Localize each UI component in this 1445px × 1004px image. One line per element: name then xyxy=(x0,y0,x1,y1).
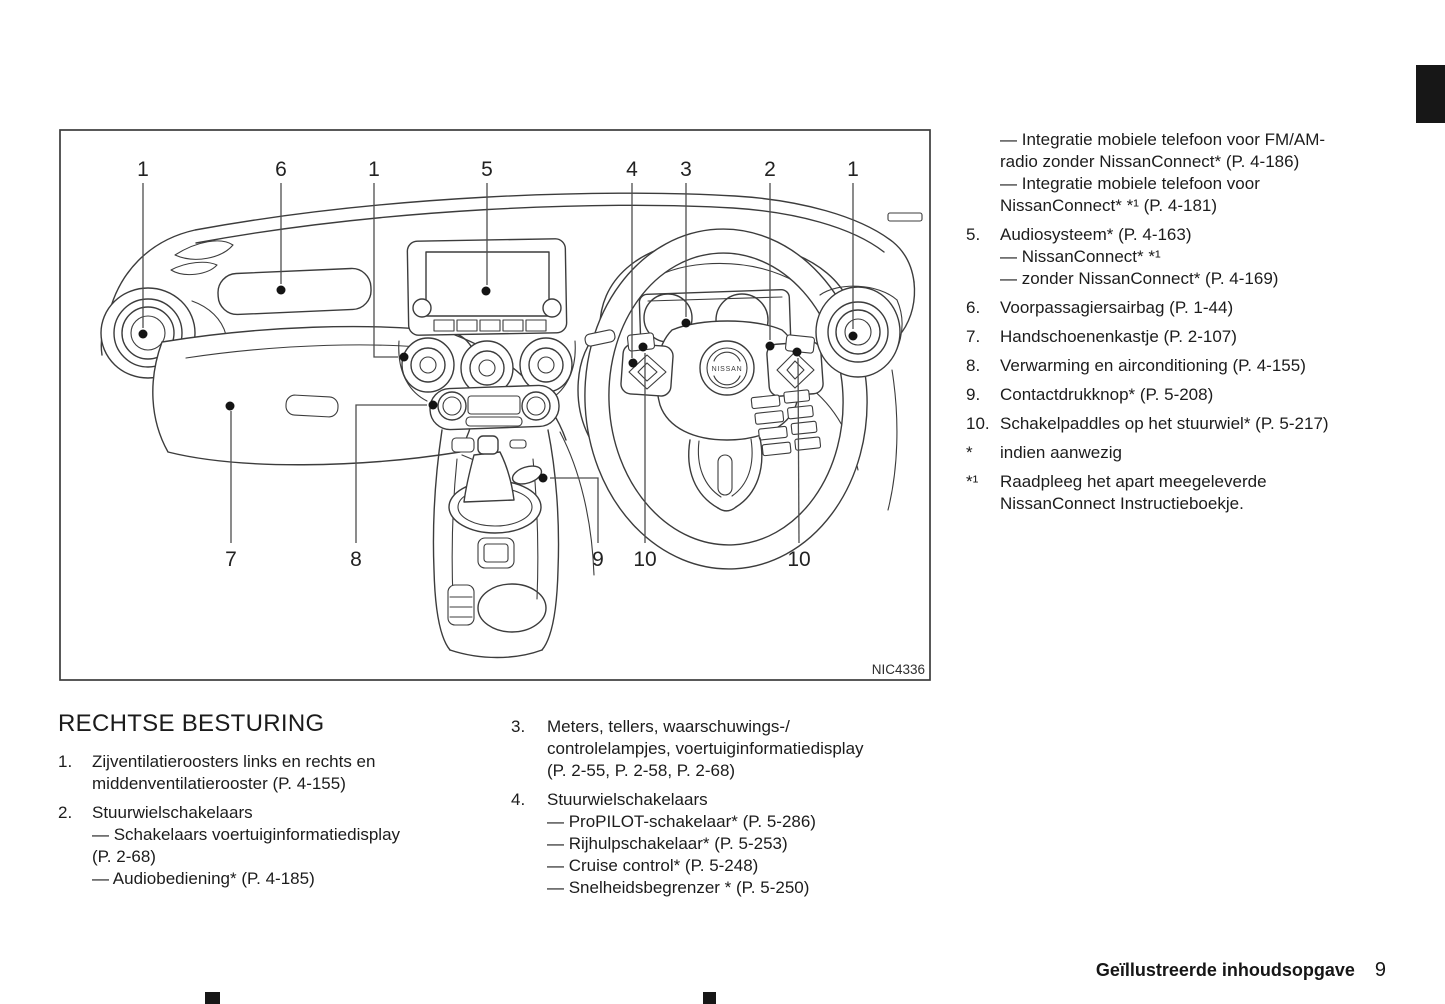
lower-switch-rows xyxy=(750,389,822,457)
callout-1-right: 1 xyxy=(847,158,859,181)
callout-leaders xyxy=(138,183,858,544)
footnote-marker: *¹ xyxy=(966,472,979,491)
callout-4: 4 xyxy=(626,158,638,181)
list-line: controlelampjes, voertuiginformatiedispl… xyxy=(547,739,864,758)
list-item-9: 9. Contactdrukknop* (P. 5-208) xyxy=(966,384,1386,406)
list-item-1: 1. Zijventilatieroosters links en rechts… xyxy=(58,751,498,795)
list-line: — Audiobediening* (P. 4-185) xyxy=(92,869,315,888)
gear-shifter xyxy=(463,451,515,503)
steering-wheel xyxy=(584,228,868,570)
list-item-5: 5. Audiosysteem* (P. 4-163) — NissanConn… xyxy=(966,224,1386,290)
list-item-number: 5. xyxy=(966,225,981,244)
list-item-4: 4. Stuurwielschakelaars — ProPILOT-schak… xyxy=(511,789,951,899)
list-item-8: 8. Verwarming en airconditioning (P. 4-1… xyxy=(966,355,1386,377)
list-line: — ProPILOT-schakelaar* (P. 5-286) xyxy=(547,812,816,831)
callout-1-left: 1 xyxy=(137,158,149,181)
footnote-asterisk: * indien aanwezig xyxy=(966,442,1386,464)
callout-9: 9 xyxy=(592,548,604,571)
callout-7: 7 xyxy=(225,548,237,571)
list-line: — Rijhulpschakelaar* (P. 5-253) xyxy=(547,834,788,853)
list-line: NissanConnect Instructieboekje. xyxy=(1000,494,1244,513)
list-item-3: 3. Meters, tellers, waarschuwings-/ cont… xyxy=(511,716,951,782)
right-side-vent xyxy=(815,285,903,378)
left-stalk xyxy=(584,329,616,347)
lower-spoke xyxy=(688,437,763,512)
middle-column-list: 3. Meters, tellers, waarschuwings-/ cont… xyxy=(511,716,951,906)
item4-continuation: — Integratie mobiele telefoon voor FM/AM… xyxy=(966,129,1386,217)
callout-10-right: 10 xyxy=(787,548,810,571)
list-item-number: 4. xyxy=(511,790,526,809)
list-line: indien aanwezig xyxy=(1000,443,1122,462)
left-column-list: RECHTSE BESTURING 1. Zijventilatierooste… xyxy=(58,710,498,897)
list-line: Voorpassagiersairbag (P. 1-44) xyxy=(1000,298,1234,317)
list-line: radio zonder NissanConnect* (P. 4-186) xyxy=(1000,152,1300,171)
callout-numbers: 1 6 1 5 4 3 2 1 7 8 9 10 10 xyxy=(137,158,859,571)
list-item-2: 2. Stuurwielschakelaars — Schakelaars vo… xyxy=(58,802,498,890)
list-item-6: 6. Voorpassagiersairbag (P. 1-44) xyxy=(966,297,1386,319)
vent-knob-row xyxy=(398,337,576,402)
list-item-number: 1. xyxy=(58,752,73,771)
list-line: Handschoenenkastje (P. 2-107) xyxy=(1000,327,1237,346)
list-line: Zijventilatieroosters links en rechts en xyxy=(92,752,376,771)
passenger-airbag-panel xyxy=(217,267,372,316)
list-line: — Schakelaars voertuiginformatiedisplay xyxy=(92,825,401,844)
steering-hub: NISSAN xyxy=(655,320,802,441)
list-item-number: 2. xyxy=(58,803,73,822)
section-heading: RECHTSE BESTURING xyxy=(58,710,325,737)
list-line: (P. 2-55, P. 2-58, P. 2-68) xyxy=(547,761,736,780)
list-line: — NissanConnect* *¹ xyxy=(1000,247,1161,266)
center-console xyxy=(432,429,560,659)
callout-2: 2 xyxy=(764,158,776,181)
callout-1-mid: 1 xyxy=(368,158,380,181)
list-line: Meters, tellers, waarschuwings-/ xyxy=(547,717,790,736)
callout-5: 5 xyxy=(481,158,493,181)
list-item-number: 9. xyxy=(966,385,981,404)
footer-chapter-title: Geïllustreerde inhoudsopgave xyxy=(1095,960,1355,980)
list-item-number: 8. xyxy=(966,356,981,375)
section-tab-marker xyxy=(1416,65,1445,123)
footnote-asterisk-1: *¹ Raadpleeg het apart meegeleverde Niss… xyxy=(966,471,1386,515)
list-item-number: 10. xyxy=(966,414,990,433)
dashboard-top xyxy=(100,192,923,356)
list-item-10: 10. Schakelpaddles op het stuurwiel* (P.… xyxy=(966,413,1386,435)
list-line: Audiosysteem* (P. 4-163) xyxy=(1000,225,1192,244)
callout-10-left: 10 xyxy=(633,548,656,571)
footnote-marker: * xyxy=(966,443,973,462)
list-item-number: 6. xyxy=(966,298,981,317)
page-footer: Geïllustreerde inhoudsopgave 9 xyxy=(1096,959,1386,982)
nissan-logo: NISSAN xyxy=(712,366,743,373)
list-line: Verwarming en airconditioning (P. 4-155) xyxy=(1000,356,1306,375)
steering-switch-pads xyxy=(584,329,861,397)
callout-3: 3 xyxy=(680,158,692,181)
list-line: Schakelpaddles op het stuurwiel* (P. 5-2… xyxy=(1000,414,1329,433)
footer-page-number: 9 xyxy=(1374,959,1386,981)
list-line: — Cruise control* (P. 5-248) xyxy=(547,856,759,875)
callout-6: 6 xyxy=(275,158,287,181)
dashboard-figure: NISSAN xyxy=(59,129,931,681)
list-item-number: 7. xyxy=(966,327,981,346)
list-line: NissanConnect* *¹ (P. 4-181) xyxy=(1000,196,1218,215)
dashboard-line-art: NISSAN xyxy=(59,129,931,681)
list-line: — Snelheidsbegrenzer * (P. 5-250) xyxy=(547,878,810,897)
ignition-button xyxy=(511,465,543,485)
list-item-7: 7. Handschoenenkastje (P. 2-107) xyxy=(966,326,1386,348)
print-registration-mark xyxy=(703,992,716,1004)
climate-control-pod xyxy=(429,384,560,431)
list-line: — zonder NissanConnect* (P. 4-169) xyxy=(1000,269,1279,288)
list-line: Raadpleeg het apart meegeleverde xyxy=(1000,472,1267,491)
list-line: Contactdrukknop* (P. 5-208) xyxy=(1000,385,1214,404)
callout-8: 8 xyxy=(350,548,362,571)
list-line: middenventilatierooster (P. 4-155) xyxy=(92,774,346,793)
list-item-number: 3. xyxy=(511,717,526,736)
list-line: Stuurwielschakelaars xyxy=(547,790,708,809)
list-line: — Integratie mobiele telefoon voor xyxy=(1000,174,1260,193)
right-column-list: — Integratie mobiele telefoon voor FM/AM… xyxy=(966,129,1386,522)
list-line: (P. 2-68) xyxy=(92,847,156,866)
list-line: — Integratie mobiele telefoon voor FM/AM… xyxy=(1000,130,1326,149)
figure-code: NIC4336 xyxy=(872,662,925,677)
print-registration-mark xyxy=(205,992,220,1004)
list-line: Stuurwielschakelaars xyxy=(92,803,253,822)
